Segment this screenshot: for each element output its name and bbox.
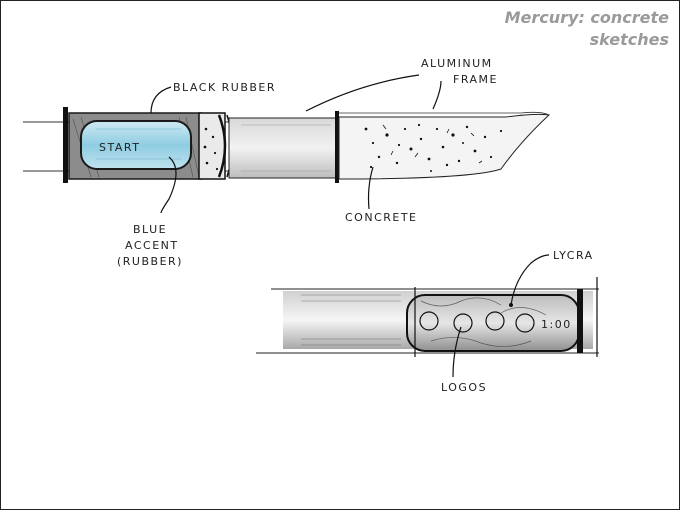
logo-mark (453, 313, 473, 333)
black-rubber-label: BLACK RUBBER (173, 81, 276, 94)
logos-label: LOGOS (441, 381, 487, 394)
upper-device: START (23, 107, 551, 183)
lower-device: 1:00 (256, 277, 599, 357)
sheet-title: Mercury: concrete sketches (505, 7, 669, 51)
blue-accent-rubber (80, 120, 192, 170)
aluminum-frame (228, 117, 340, 179)
blue-accent-label-line-1: BLUE (133, 223, 167, 236)
logo-mark (515, 313, 535, 333)
aluminum-label-line-2: FRAME (453, 73, 498, 86)
lycra-label: LYCRA (553, 249, 594, 262)
title-line-1: Mercury: concrete (504, 8, 669, 27)
logo-mark (419, 311, 439, 331)
blue-accent-label-line-2: ACCENT (125, 239, 179, 252)
concrete-label: CONCRETE (345, 211, 418, 224)
start-button-label: START (99, 141, 140, 154)
title-line-2: sketches (589, 30, 669, 49)
aluminum-label-line-1: ALUMINUM (421, 57, 493, 70)
blue-accent-label-line-3: (RUBBER) (117, 255, 183, 268)
rubber-separator (198, 112, 226, 180)
logo-mark (485, 311, 505, 331)
time-readout: 1:00 (541, 318, 572, 331)
